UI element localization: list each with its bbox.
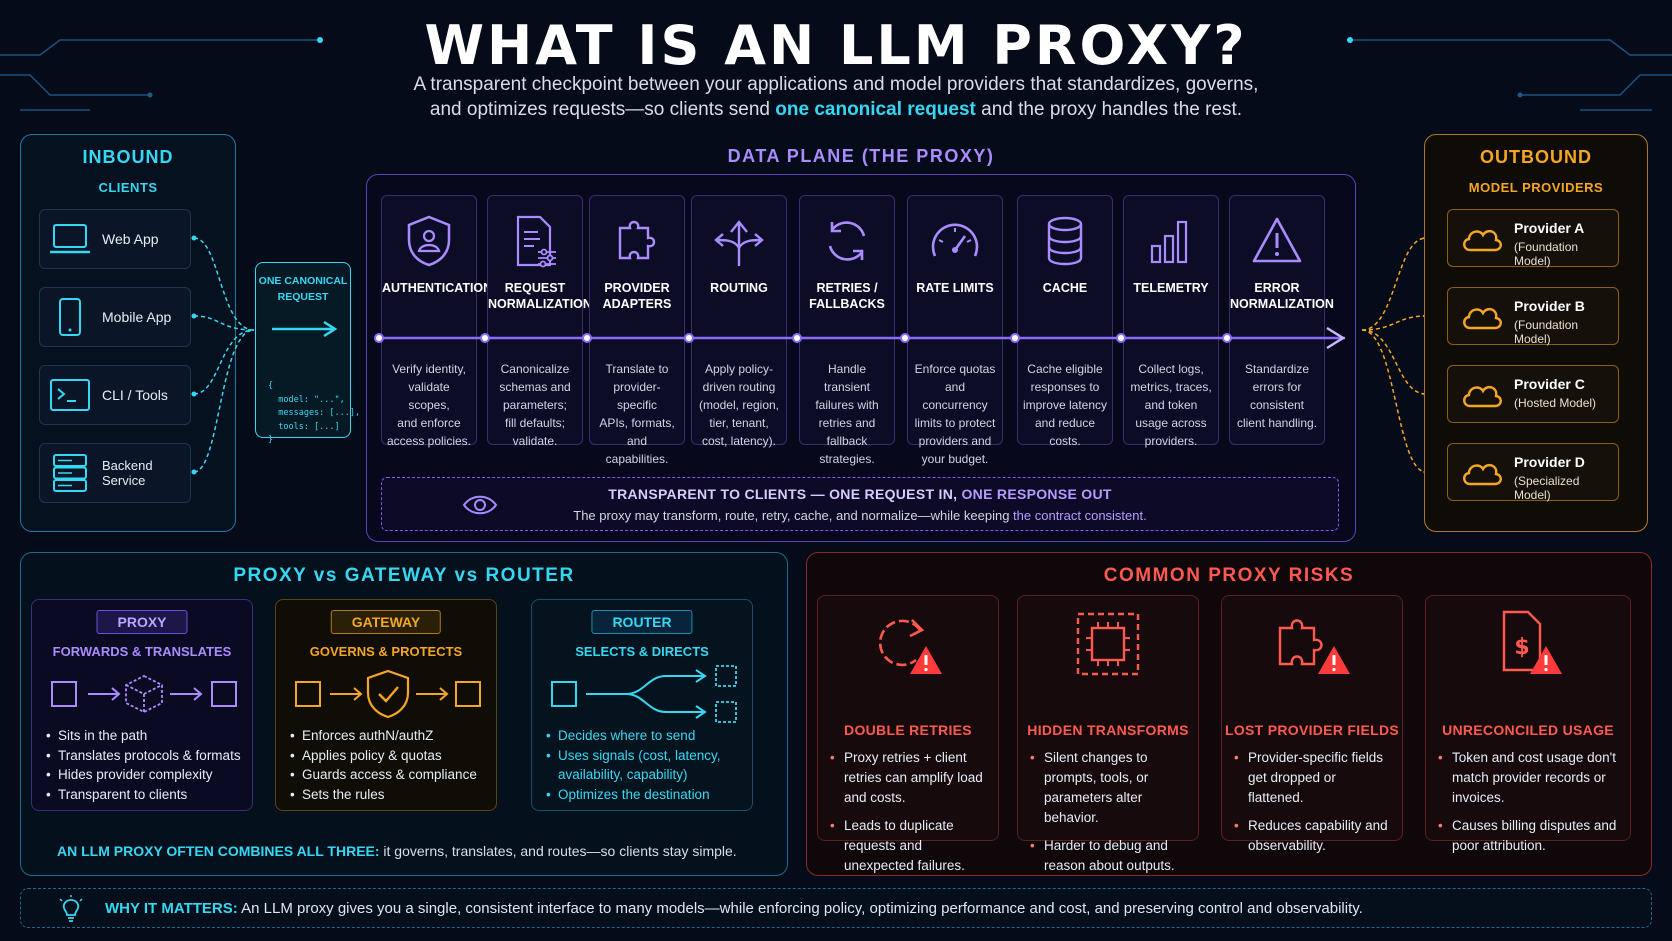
outbound-subtitle: MODEL PROVIDERS: [1468, 180, 1604, 195]
cloud-icon: [1463, 463, 1502, 486]
retry-warning-icon: [878, 619, 942, 674]
why-it-matters-bar: WHY IT MATTERS: An LLM proxy gives you a…: [20, 888, 1652, 928]
cloud-icon: [1463, 229, 1502, 252]
provider-a: Provider A(Foundation Model): [1447, 209, 1619, 268]
comparison-gateway: GATEWAY GOVERNS & PROTECTS Enforces auth…: [275, 599, 497, 811]
svg-text:$: $: [1514, 635, 1529, 660]
proxy-forward-diagram: [51, 674, 237, 714]
stage-telemetry: TELEMETRY Collect logs,metrics, traces,a…: [1123, 195, 1219, 448]
client-web-app: Web App: [39, 209, 191, 269]
puzzle-icon: [618, 220, 656, 260]
router-badge: ROUTER: [591, 610, 693, 634]
document-settings-icon: [516, 215, 556, 268]
lightbulb-icon: [59, 895, 83, 922]
stage-authentication: AUTHENTICATION Verify identity,validate …: [381, 195, 492, 448]
canonical-request-box: ONE CANONICAL REQUEST { model: "...", me…: [255, 262, 360, 445]
transparent-banner: TRANSPARENT TO CLIENTS — ONE REQUEST IN,…: [381, 477, 1339, 531]
gateway-badge: GATEWAY: [330, 610, 442, 634]
why-text: WHY IT MATTERS: An LLM proxy gives you a…: [105, 900, 1363, 917]
comparison-footer: AN LLM PROXY OFTEN COMBINES ALL THREE: i…: [57, 843, 737, 859]
cloud-icon: [1463, 307, 1502, 330]
transparent-heading: TRANSPARENT TO CLIENTS — ONE REQUEST IN,…: [608, 486, 1112, 502]
proxy-badge: PROXY: [96, 610, 188, 634]
comparison-proxy: PROXY FORWARDS & TRANSLATES Sits in the …: [31, 599, 253, 811]
subtitle-highlight: one canonical request: [775, 99, 976, 120]
page-title: WHAT IS AN LLM PROXY?: [424, 14, 1248, 77]
gateway-shield-diagram: [295, 669, 481, 719]
invoice-warning-icon: $: [1502, 610, 1562, 674]
data-plane-panel: AUTHENTICATION Verify identity,validate …: [366, 174, 1356, 542]
risks-title: COMMON PROXY RISKS: [1103, 565, 1355, 586]
outbound-connectors: [1361, 235, 1429, 475]
gauge-icon: [931, 223, 979, 257]
client-backend-service: Backend Service: [39, 443, 191, 503]
risk-lost-provider-fields: LOST PROVIDER FIELDS Provider-specific f…: [1221, 595, 1403, 853]
warning-icon: [1252, 217, 1302, 263]
terminal-icon: [50, 379, 90, 411]
database-icon: [1047, 216, 1083, 266]
inbound-title: INBOUND: [82, 147, 174, 167]
provider-b: Provider B(Foundation Model): [1447, 287, 1619, 346]
server-icon: [53, 454, 87, 492]
refresh-icon: [828, 221, 866, 261]
routing-arrows-icon: [714, 220, 764, 266]
risk-double-retries: DOUBLE RETRIES Proxy retries + client re…: [817, 595, 999, 873]
client-label: Backend Service: [102, 458, 153, 488]
cloud-icon: [1463, 385, 1502, 408]
canonical-title-2: REQUEST: [277, 291, 329, 303]
hidden-box-icon: [1076, 612, 1140, 676]
laptop-icon: [50, 224, 90, 254]
inbound-connectors: [191, 235, 255, 475]
mobile-icon: [59, 298, 81, 336]
router-branch-diagram: [551, 665, 737, 723]
outbound-title: OUTBOUND: [1480, 147, 1592, 167]
client-mobile-app: Mobile App: [39, 287, 191, 347]
eye-icon: [462, 495, 498, 515]
risk-hidden-transforms: HIDDEN TRANSFORMS Silent changes to prom…: [1017, 595, 1199, 873]
data-flow-line: [374, 326, 1346, 350]
subtitle-line-2: and optimizes requests—so clients send o…: [429, 99, 1243, 120]
outbound-panel: OUTBOUND MODEL PROVIDERS Provider A(Foun…: [1424, 134, 1648, 532]
inbound-subtitle: CLIENTS: [98, 180, 158, 195]
risks-panel: COMMON PROXY RISKS DOUBLE RETRIES Proxy …: [806, 552, 1652, 876]
risk-unreconciled-usage: $ UNRECONCILED USAGE Token and cost usag…: [1425, 595, 1631, 853]
canonical-title-1: ONE CANONICAL: [258, 275, 348, 287]
provider-d: Provider D(Specialized Model): [1447, 443, 1619, 502]
comparison-title: PROXY vs GATEWAY vs ROUTER: [233, 565, 575, 586]
stage-routing: ROUTING Apply policy-driven routing(mode…: [691, 195, 787, 448]
shield-user-icon: [407, 215, 451, 267]
data-plane-title: DATA PLANE (THE PROXY): [727, 146, 995, 166]
client-label: Mobile App: [102, 309, 172, 325]
subtitle-line-1: A transparent checkpoint between your ap…: [413, 74, 1259, 95]
comparison-router: ROUTER SELECTS & DIRECTS Decides where t…: [531, 599, 753, 811]
client-label: CLI / Tools: [102, 387, 168, 403]
inbound-panel: INBOUND CLIENTS Web App Mobile App CLI /…: [20, 134, 236, 532]
transparent-text: The proxy may transform, route, retry, c…: [573, 508, 1147, 523]
bar-chart-icon: [1150, 220, 1188, 264]
canonical-code-block: { model: "...", messages: [...], tools: …: [268, 381, 361, 445]
puzzle-warning-icon: [1278, 619, 1350, 674]
client-label: Web App: [102, 231, 159, 247]
comparison-panel: PROXY vs GATEWAY vs ROUTER PROXY FORWARD…: [20, 552, 788, 876]
arrow-right-icon: [272, 320, 338, 338]
client-cli-tools: CLI / Tools: [39, 365, 191, 425]
provider-c: Provider C(Hosted Model): [1447, 365, 1619, 423]
